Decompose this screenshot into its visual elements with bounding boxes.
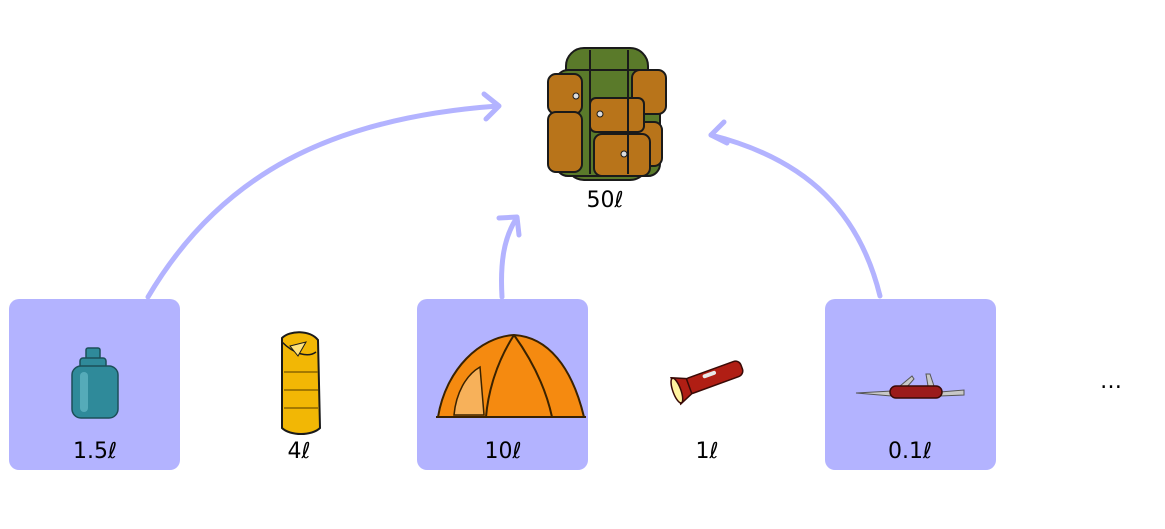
sleeping-bag-icon bbox=[281, 331, 322, 435]
tent-volume-label: 10ℓ bbox=[484, 439, 521, 464]
tent-icon bbox=[436, 333, 586, 418]
pocket-knife-icon bbox=[855, 373, 965, 399]
water-bottle-volume-label: 1.5ℓ bbox=[73, 439, 117, 464]
arrow-knife-to-backpack bbox=[708, 132, 883, 299]
backpack-icon bbox=[547, 47, 667, 181]
arrow-bottle-to-backpack bbox=[145, 103, 501, 300]
item-box-pocket-knife bbox=[825, 299, 996, 470]
arrow-head-knife bbox=[708, 119, 730, 146]
more-items-ellipsis: … bbox=[1100, 369, 1126, 394]
pocket-knife-volume-label: 0.1ℓ bbox=[888, 439, 932, 464]
sleeping-bag-volume-label: 4ℓ bbox=[287, 439, 310, 464]
arrow-head-bottle bbox=[481, 91, 502, 122]
flashlight-icon bbox=[670, 360, 744, 406]
flashlight-volume-label: 1ℓ bbox=[695, 439, 718, 464]
arrow-tent-to-backpack bbox=[499, 216, 519, 300]
arrows bbox=[145, 91, 883, 300]
arrow-head-tent bbox=[496, 214, 522, 238]
backpack-capacity-label: 50ℓ bbox=[586, 188, 623, 213]
water-bottle-icon bbox=[71, 347, 119, 419]
